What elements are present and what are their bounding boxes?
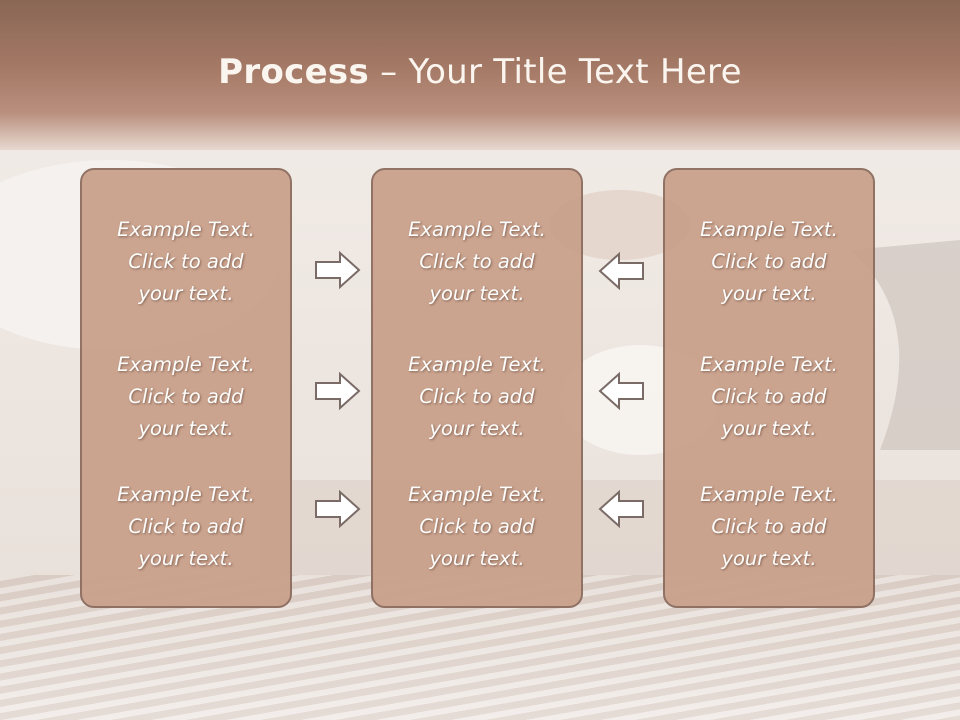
title-bold: Process <box>218 52 370 92</box>
text-line: Example Text. <box>408 483 546 506</box>
text-block[interactable]: Example Text. Click to add your text. <box>82 214 290 310</box>
text-block[interactable]: Example Text. Click to add your text. <box>82 479 290 575</box>
text-line: Click to add <box>419 250 535 273</box>
text-line: your text. <box>721 282 817 305</box>
text-line: your text. <box>138 417 234 440</box>
text-line: Click to add <box>711 515 827 538</box>
text-line: your text. <box>429 282 525 305</box>
text-line: your text. <box>721 417 817 440</box>
text-line: your text. <box>138 547 234 570</box>
text-line: Example Text. <box>117 483 255 506</box>
text-line: Example Text. <box>117 218 255 241</box>
left-arrow-icon[interactable] <box>597 251 645 291</box>
header-band <box>0 0 960 150</box>
text-line: your text. <box>429 417 525 440</box>
text-block[interactable]: Example Text. Click to add your text. <box>373 349 581 445</box>
text-line: Example Text. <box>700 353 838 376</box>
text-block[interactable]: Example Text. Click to add your text. <box>373 479 581 575</box>
text-line: Example Text. <box>408 218 546 241</box>
text-line: Click to add <box>128 515 244 538</box>
right-arrow-icon[interactable] <box>314 371 362 411</box>
text-block[interactable]: Example Text. Click to add your text. <box>373 214 581 310</box>
panel-center[interactable]: Example Text. Click to add your text. Ex… <box>371 168 583 608</box>
text-line: Click to add <box>419 515 535 538</box>
title-rest: – Your Title Text Here <box>369 52 742 92</box>
text-line: Click to add <box>128 385 244 408</box>
text-line: Click to add <box>419 385 535 408</box>
text-line: your text. <box>721 547 817 570</box>
text-line: your text. <box>429 547 525 570</box>
text-block[interactable]: Example Text. Click to add your text. <box>665 349 873 445</box>
text-line: Example Text. <box>117 353 255 376</box>
text-block[interactable]: Example Text. Click to add your text. <box>665 479 873 575</box>
text-line: Example Text. <box>700 483 838 506</box>
text-line: Click to add <box>128 250 244 273</box>
left-arrow-icon[interactable] <box>597 371 645 411</box>
text-block[interactable]: Example Text. Click to add your text. <box>665 214 873 310</box>
panel-left[interactable]: Example Text. Click to add your text. Ex… <box>80 168 292 608</box>
right-arrow-icon[interactable] <box>314 489 362 529</box>
text-line: Click to add <box>711 250 827 273</box>
text-block[interactable]: Example Text. Click to add your text. <box>82 349 290 445</box>
left-arrow-icon[interactable] <box>597 489 645 529</box>
text-line: your text. <box>138 282 234 305</box>
text-line: Example Text. <box>408 353 546 376</box>
text-line: Click to add <box>711 385 827 408</box>
text-line: Example Text. <box>700 218 838 241</box>
panel-right[interactable]: Example Text. Click to add your text. Ex… <box>663 168 875 608</box>
right-arrow-icon[interactable] <box>314 250 362 290</box>
slide-title[interactable]: Process – Your Title Text Here <box>0 52 960 92</box>
